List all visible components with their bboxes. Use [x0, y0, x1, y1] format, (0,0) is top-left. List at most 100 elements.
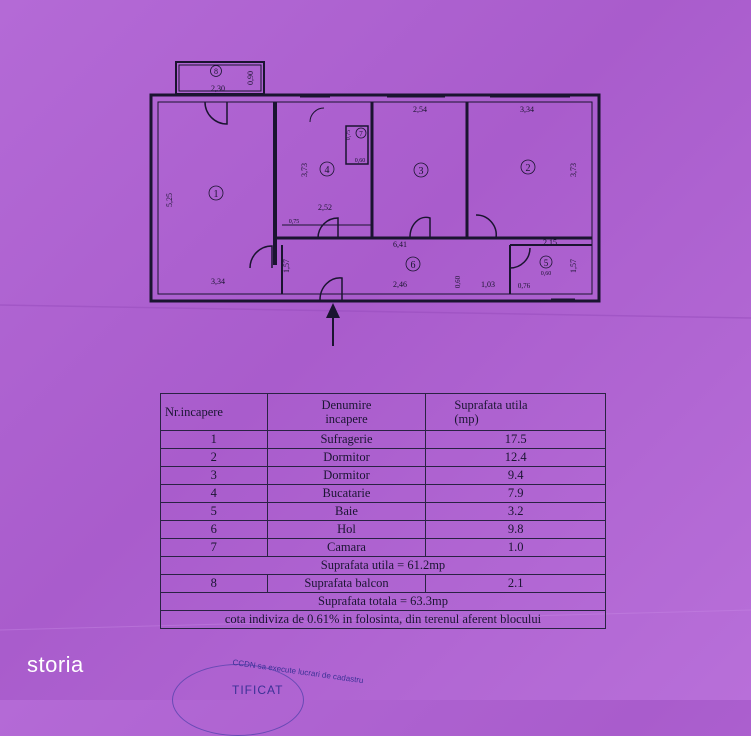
- door-room3: [409, 216, 431, 239]
- dim-bath-width: 2,15: [543, 238, 557, 247]
- balcony-row: 8 Suprafata balcon 2.1: [160, 574, 606, 593]
- dim-hall-seg3: 1,03: [481, 280, 495, 289]
- dim-hall-height: 1,57: [282, 259, 291, 273]
- table-header-row: Nr.incapere Denumire incapere Suprafata …: [160, 393, 606, 431]
- useful-total: Suprafata utila = 61.2mp: [160, 556, 606, 575]
- header-room-name-line2: incapere: [325, 412, 368, 426]
- header-useful-area: Suprafata utila (mp): [425, 393, 606, 431]
- room1-circle: [208, 185, 224, 201]
- balcony-inner: [178, 64, 262, 92]
- certification-stamp: [172, 664, 304, 736]
- header-useful-area-line1: Suprafata utila: [454, 398, 528, 412]
- room1-number: 1: [214, 189, 219, 200]
- dim-balcony-width: 2,30: [211, 84, 225, 93]
- dim-hall-seg2: 0,60: [454, 275, 462, 288]
- room8-circle: [210, 65, 222, 77]
- row-number: 3: [160, 466, 268, 485]
- stamp-text-main: TIFICAT: [232, 683, 284, 697]
- room2-circle: [520, 159, 536, 175]
- header-room-name-line1: Denumire: [321, 398, 372, 412]
- dim-pantry-a: 0,75: [346, 130, 352, 141]
- table-row: 7 Camara 1.0: [160, 538, 606, 557]
- dim-hall-seg1: 2,46: [393, 280, 407, 289]
- row-area: 7.9: [425, 484, 606, 503]
- room-area-table: Nr.incapere Denumire incapere Suprafata …: [160, 393, 606, 629]
- room2-number: 2: [526, 163, 531, 174]
- storia-watermark-logo: storia: [27, 652, 84, 677]
- row-area: 3.2: [425, 502, 606, 521]
- room3-number: 3: [419, 166, 424, 177]
- balcony-area: 2.1: [425, 574, 606, 593]
- dim-room1-width: 3,34: [211, 277, 225, 286]
- table-row: 5 Baie 3.2: [160, 502, 606, 521]
- table-row: 2 Dormitor 12.4: [160, 448, 606, 467]
- footnote: cota indiviza de 0.61% in folosinta, din…: [160, 610, 606, 629]
- header-room-name: Denumire incapere: [266, 393, 427, 431]
- header-useful-area-line2: (mp): [454, 412, 479, 426]
- row-number: 1: [160, 430, 268, 449]
- dim-room4-small: 0,75: [289, 219, 300, 225]
- room4-number: 4: [325, 165, 330, 176]
- door-room1: [204, 101, 228, 125]
- dim-bath-door: 0,60: [541, 271, 552, 277]
- room5-circle: [539, 255, 553, 269]
- floor-plan: 8 1 2 3 4 5 6 7 2,30 0,90 3,34 3,73 2,54…: [149, 61, 601, 346]
- room8-number: 8: [214, 67, 218, 76]
- dim-bath-small: 0,76: [518, 282, 531, 290]
- dim-room2-width: 3,34: [520, 105, 534, 114]
- row-area: 12.4: [425, 448, 606, 467]
- dim-room1-height: 5,25: [165, 193, 174, 207]
- room3-circle: [413, 162, 429, 178]
- table-row: 4 Bucatarie 7.9: [160, 484, 606, 503]
- header-room-number: Nr.incapere: [160, 393, 268, 431]
- row-area: 9.4: [425, 466, 606, 485]
- outer-wall: [149, 93, 601, 303]
- row-area: 17.5: [425, 430, 606, 449]
- row-name: Baie: [266, 502, 427, 521]
- dim-room3-width: 2,54: [413, 105, 427, 114]
- outer-wall-inner: [157, 101, 593, 295]
- footnote-row: cota indiviza de 0.61% in folosinta, din…: [160, 610, 606, 629]
- row-name: Bucatarie: [266, 484, 427, 503]
- dim-room2-height: 3,73: [569, 163, 578, 177]
- door-bath: [509, 247, 531, 269]
- row-area: 9.8: [425, 520, 606, 539]
- grand-total-row: Suprafata totala = 63.3mp: [160, 592, 606, 611]
- room7-number: 7: [359, 130, 363, 138]
- row-name: Dormitor: [266, 466, 427, 485]
- room6-circle: [405, 256, 421, 272]
- door-entrance: [319, 277, 343, 301]
- dim-pantry-b: 0,60: [355, 158, 366, 164]
- row-number: 2: [160, 448, 268, 467]
- dim-balcony-depth: 0,90: [246, 71, 255, 85]
- row-name: Sufragerie: [266, 430, 427, 449]
- table-row: 3 Dormitor 9.4: [160, 466, 606, 485]
- balcony-number: 8: [160, 574, 268, 593]
- dim-room4-height: 3,73: [300, 163, 309, 177]
- room7-circle: [355, 127, 367, 139]
- door-kitchen-balcony: [309, 107, 325, 123]
- room5-number: 5: [544, 258, 549, 268]
- row-name: Camara: [266, 538, 427, 557]
- row-area: 1.0: [425, 538, 606, 557]
- dim-room4-width: 2,52: [318, 203, 332, 212]
- table-row: 1 Sufragerie 17.5: [160, 430, 606, 449]
- dim-hall-width: 6,41: [393, 240, 407, 249]
- pantry-outline: [345, 125, 369, 165]
- balcony-name: Suprafata balcon: [266, 574, 427, 593]
- row-number: 7: [160, 538, 268, 557]
- door-room1-hall: [249, 245, 273, 269]
- room6-number: 6: [411, 260, 416, 271]
- door-room2: [475, 214, 497, 239]
- entrance-arrow-head: [326, 303, 340, 318]
- row-name: Dormitor: [266, 448, 427, 467]
- row-number: 4: [160, 484, 268, 503]
- dim-bath-height: 1,57: [569, 259, 578, 273]
- grand-total: Suprafata totala = 63.3mp: [160, 592, 606, 611]
- row-number: 6: [160, 520, 268, 539]
- useful-total-row: Suprafata utila = 61.2mp: [160, 556, 606, 575]
- table-row: 6 Hol 9.8: [160, 520, 606, 539]
- row-name: Hol: [266, 520, 427, 539]
- door-kitchen: [317, 217, 339, 239]
- row-number: 5: [160, 502, 268, 521]
